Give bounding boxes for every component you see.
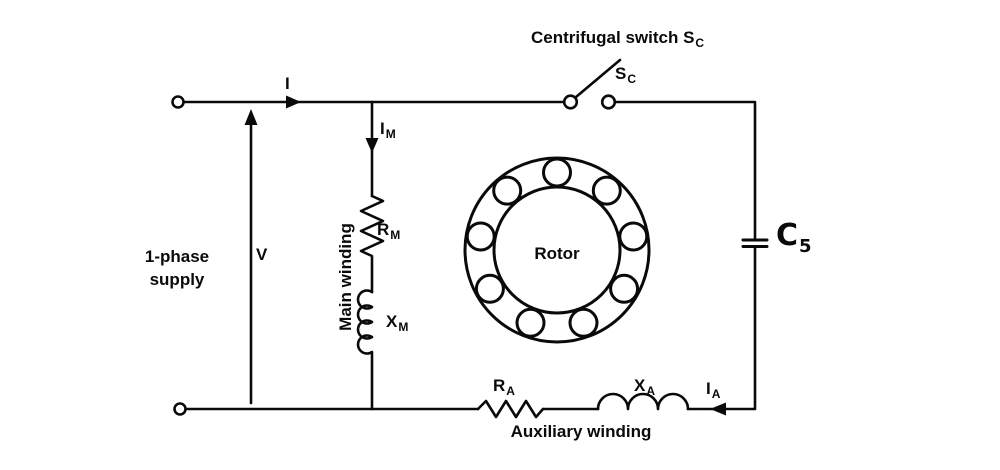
aux-winding-text: Auxiliary winding — [510, 421, 652, 441]
reactance-xm-text: X — [386, 312, 398, 331]
switch-label: SC — [615, 64, 637, 86]
line-current-arrowhead — [286, 95, 301, 109]
right-wire-lower — [686, 246, 757, 411]
centrifugal-switch-title: Centrifugal switch SC — [531, 28, 705, 50]
centrifugal-switch-title-text: Centrifugal switch S — [531, 28, 695, 47]
resistor-ra-label: RA — [493, 376, 515, 398]
supply-terminal-top — [171, 95, 185, 109]
main-current-label: IM — [380, 119, 396, 141]
capacitor-text: C — [776, 218, 798, 253]
resistor-ra-text: R — [493, 376, 506, 395]
reactance-xa-label: XA — [634, 376, 656, 398]
voltage-text: V — [256, 245, 268, 264]
main-current-sub: M — [385, 127, 396, 141]
resistor-rm-text: R — [377, 220, 390, 239]
voltage-label: V — [256, 245, 267, 265]
centrifugal-switch-title-sub: C — [695, 36, 705, 50]
line-current-text: I — [285, 74, 290, 93]
reactance-xm-sub: M — [398, 320, 409, 334]
supply-terminal-bottom — [173, 402, 187, 416]
terminals — [171, 94, 617, 416]
arrowheads — [244, 95, 726, 416]
voltage-arrowhead — [244, 109, 258, 125]
switch-contact-right — [600, 94, 617, 110]
line-current-label: I — [285, 74, 290, 94]
rotor-bar — [465, 221, 496, 252]
aux-current-arrowhead — [710, 402, 726, 416]
resistor-ra-sub: A — [506, 384, 515, 398]
switch-contact-left — [562, 94, 579, 110]
inductor-xa — [596, 392, 690, 411]
aux-current-text: I — [706, 379, 711, 398]
aux-current-sub: A — [711, 387, 721, 401]
resistor-ra — [476, 399, 545, 419]
switch-label-text: S — [615, 64, 627, 83]
capacitor-sub: 5 — [799, 236, 811, 257]
switch-label-sub: C — [627, 72, 637, 86]
aux-current-label: IA — [706, 379, 721, 401]
right-wire-upper — [613, 100, 757, 241]
main-current-text: I — [380, 119, 385, 138]
resistor-rm — [359, 194, 385, 294]
resistor-rm-sub: M — [390, 228, 401, 242]
rotor-bar — [618, 221, 649, 252]
supply-line1: 1-phase — [144, 247, 210, 266]
rotor-bar — [568, 307, 599, 338]
rotor-bar — [609, 273, 640, 304]
rotor-bar — [591, 175, 622, 206]
rotor — [463, 156, 651, 344]
rotor-bar — [515, 307, 546, 338]
rotor-bar — [542, 157, 572, 188]
reactance-xa-sub: A — [646, 384, 656, 398]
aux-winding-label: Auxiliary winding — [511, 422, 652, 442]
rotor-text: Rotor — [534, 243, 580, 263]
switch-lever — [574, 58, 622, 99]
main-current-arrowhead — [365, 138, 379, 153]
rotor-bar — [474, 273, 505, 304]
rotor-label: Rotor — [534, 244, 579, 264]
main-winding-text: Main winding — [335, 223, 355, 331]
reactance-xa-text: X — [634, 376, 646, 395]
rotor-bar — [492, 175, 523, 206]
resistor-rm-label: RM — [377, 220, 401, 242]
reactance-xm-label: XM — [386, 312, 409, 334]
wires — [182, 58, 769, 419]
supply-line2: supply — [149, 270, 205, 289]
inductor-xm — [356, 289, 374, 411]
supply-label: 1-phase supply — [145, 245, 209, 291]
main-winding-label: Main winding — [336, 223, 356, 331]
